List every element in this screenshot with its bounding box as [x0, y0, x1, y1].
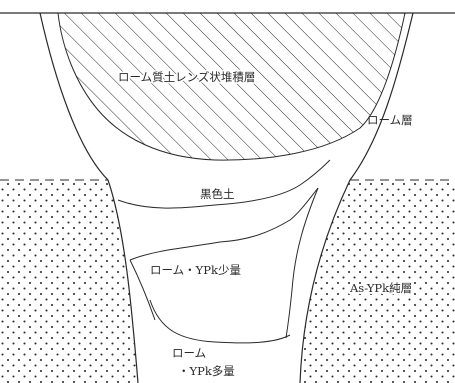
label-loam-ypk-much-line2: ・YPk多量	[178, 364, 235, 378]
pit-outline	[39, 12, 414, 383]
inner-left-curve	[129, 259, 156, 321]
loam-lens-hatched-area	[57, 12, 406, 161]
label-as-ypk-pure: As-YPk純層	[349, 281, 412, 295]
inner-right-curve	[285, 187, 319, 339]
ypk-little-lower-boundary	[129, 187, 319, 261]
label-black-soil: 黒色土	[200, 187, 235, 201]
ypk-much-upper-boundary	[149, 299, 291, 344]
label-loam-layer: ローム層	[367, 113, 413, 127]
label-loam-ypk-much-line1: ローム	[172, 346, 206, 360]
black-soil-lower-boundary	[117, 159, 331, 209]
label-loam-lens: ローム質土レンズ状堆積層	[118, 70, 255, 84]
label-loam-ypk-little: ローム・YPk少量	[150, 263, 241, 277]
